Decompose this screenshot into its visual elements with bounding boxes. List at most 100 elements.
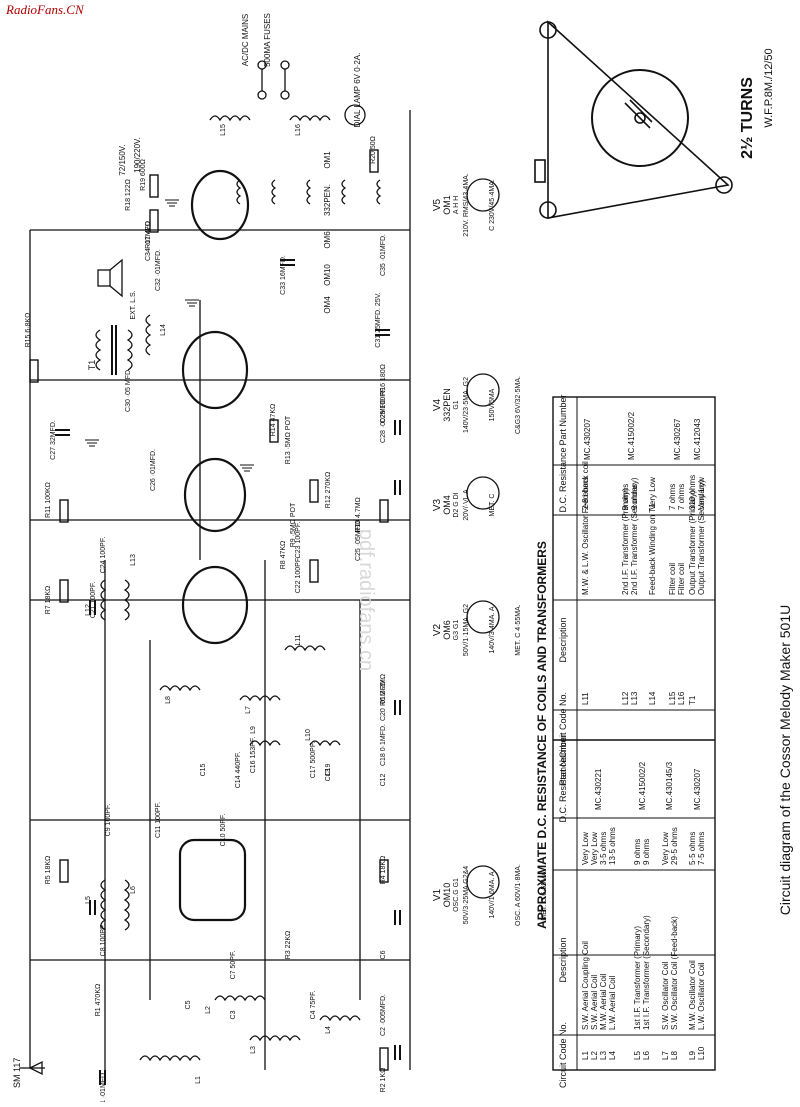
capacitor-label: C4 75PF. (310, 991, 317, 1020)
capacitor-label: C32 ·01MFD. (155, 249, 162, 291)
row-code: L13 (630, 691, 639, 705)
resistor-label: R6 2·2MΩ (380, 674, 387, 706)
coil-label: L11 (295, 634, 302, 645)
speaker-body (97, 269, 111, 287)
coil-label: L16 (295, 124, 302, 136)
resistor-label: R1 470KΩ (95, 984, 102, 1016)
capacitor-label: C22 100PF. (295, 557, 302, 594)
heater-label: OM10 (323, 264, 332, 286)
valve-type: OM6 (442, 620, 452, 640)
capacitor-label: C20 ·01MFD. (380, 679, 387, 721)
row-code: L2 (590, 1051, 599, 1060)
table-header: D.C. Resistance (558, 757, 568, 822)
table-header: Part Number (558, 394, 568, 445)
row-description: Filter coil (677, 563, 686, 595)
capacitor-label: C1 ·01MFD. (100, 1071, 107, 1102)
coil-label: L3 (250, 1046, 257, 1054)
v3-base (466, 476, 500, 510)
coil-l4 (319, 1015, 361, 1022)
coil-label: L5 (85, 896, 92, 904)
row-part-number: MC.430221 (594, 768, 603, 810)
coil-l13 (123, 579, 130, 621)
fuse-terminal-2 (280, 60, 290, 70)
valve-data: MET. C (489, 494, 496, 517)
transformer-label: T1 (87, 360, 97, 371)
capacitor-label: C34 ·01MFD. (145, 219, 152, 261)
row-code: L15 (668, 691, 677, 705)
valve-v2-envelope (181, 565, 249, 645)
resistor-label: R2 1KΩ (380, 1068, 387, 1093)
valve-data: OSC. A 60V/1·8MA. (515, 864, 522, 926)
row-resistance: 7 ohms (677, 484, 686, 510)
dial-cord-drawing (534, 20, 733, 219)
drive-drum-icon (591, 69, 689, 167)
row-description: S.W. Oscillator Coil (Feed-back) (670, 916, 679, 1030)
valve-data: 50V/1·15MA. G2 (463, 604, 470, 656)
row-part-number: MC.415002/2 (638, 761, 647, 810)
row-description: M.W. Oscillator Coil (688, 960, 697, 1030)
resistor-label: R4 18KΩ (380, 856, 387, 885)
coil-label: L13 (130, 554, 137, 566)
row-description: L.W. Oscillator Coil (697, 962, 706, 1030)
coil-l14 (145, 314, 152, 356)
row-part-number: MC.430207 (693, 768, 702, 810)
capacitor-label: C35 ·01MFD. (380, 234, 387, 276)
resistor-label: R11 100KΩ (45, 482, 52, 518)
coil-label: L4 (325, 1026, 332, 1034)
row-resistance: 7·5 ohms (697, 832, 706, 865)
capacitor-label: C17 500PF. (310, 742, 317, 779)
center-watermark: pdf.radiofans.cn (355, 529, 377, 671)
capacitor-label: C13 (325, 768, 332, 781)
row-resistance: Very Low (581, 832, 590, 865)
valve-pins: OSC.G G1 (453, 878, 460, 912)
row-code: L16 (677, 691, 686, 705)
valve-data: 20V/·VL A (463, 489, 470, 521)
capacitor-label: C3 (230, 1010, 237, 1019)
coil-l8 (159, 685, 201, 692)
valve-data: C&G3 6V/32·5MA. (515, 376, 522, 434)
coil-l5 (100, 879, 107, 931)
coil-l16 (289, 115, 331, 122)
valve-pins: D2 G DI (453, 492, 460, 517)
coil-label: L7 (245, 706, 252, 714)
valve-data: 210V. RMS/43·4MA. (463, 173, 470, 237)
capacitor-label: C11 100PF. (155, 802, 162, 838)
capacitor-label: C28 ·002MFD. (380, 397, 387, 443)
coil-l10 (309, 740, 341, 747)
capacitor-label: C2 ·005MFD. (380, 994, 387, 1036)
row-description: 1st I.F. Transformer (Primary) (633, 926, 642, 1030)
valve-type: 332PEN (442, 388, 452, 422)
capacitor-label: C9 100PF. (105, 804, 112, 837)
resistor-label: R3 22KΩ (285, 931, 292, 960)
row-resistance: 7 ohms (668, 484, 677, 510)
diagram-caption: Circuit diagram of the Cossor Melody Mak… (777, 605, 793, 915)
drum-spindle-icon (634, 112, 646, 124)
capacitor-label: C26 ·01MFD. (150, 449, 157, 491)
valve-bases (466, 178, 500, 899)
capacitor-label: C24 100PF. (100, 537, 107, 574)
row-code: L6 (642, 1051, 651, 1060)
capacitor-label: C7 50PF. (230, 951, 237, 980)
capacitor-marks (55, 259, 401, 1085)
resistor-label: R16 180Ω (380, 364, 387, 396)
row-resistance: 9 ohms (633, 839, 642, 865)
valve-data: MET. C 4·55MA. (515, 604, 522, 655)
capacitor-label: C25 ·05MFD. (355, 519, 362, 561)
valve-pins: G1 (453, 400, 460, 409)
coil-resistance-table: APPROXIMATE D.C. RESISTANCE OF COILS AND… (535, 394, 716, 1088)
row-description: Feed-back Winding on T1 (648, 503, 657, 595)
row-code: L8 (670, 1051, 679, 1060)
table-header: Description (558, 617, 568, 662)
valve-v3-envelope (183, 457, 247, 533)
coil-label: L8 (165, 696, 172, 704)
valve-id: V4 (432, 398, 443, 411)
capacitor-label: C33 16MFD. (280, 255, 287, 295)
pulley-right-icon (715, 176, 733, 194)
valve-id: V5 (432, 198, 443, 211)
coil-label: L12 (85, 604, 92, 616)
coil-l9 (249, 740, 281, 747)
capacitor-label: C23 100PF. (295, 522, 302, 559)
coil-label: L6 (130, 886, 137, 894)
coil-label: L1 (195, 1076, 202, 1084)
table-header: Circuit Code No. (558, 692, 568, 758)
